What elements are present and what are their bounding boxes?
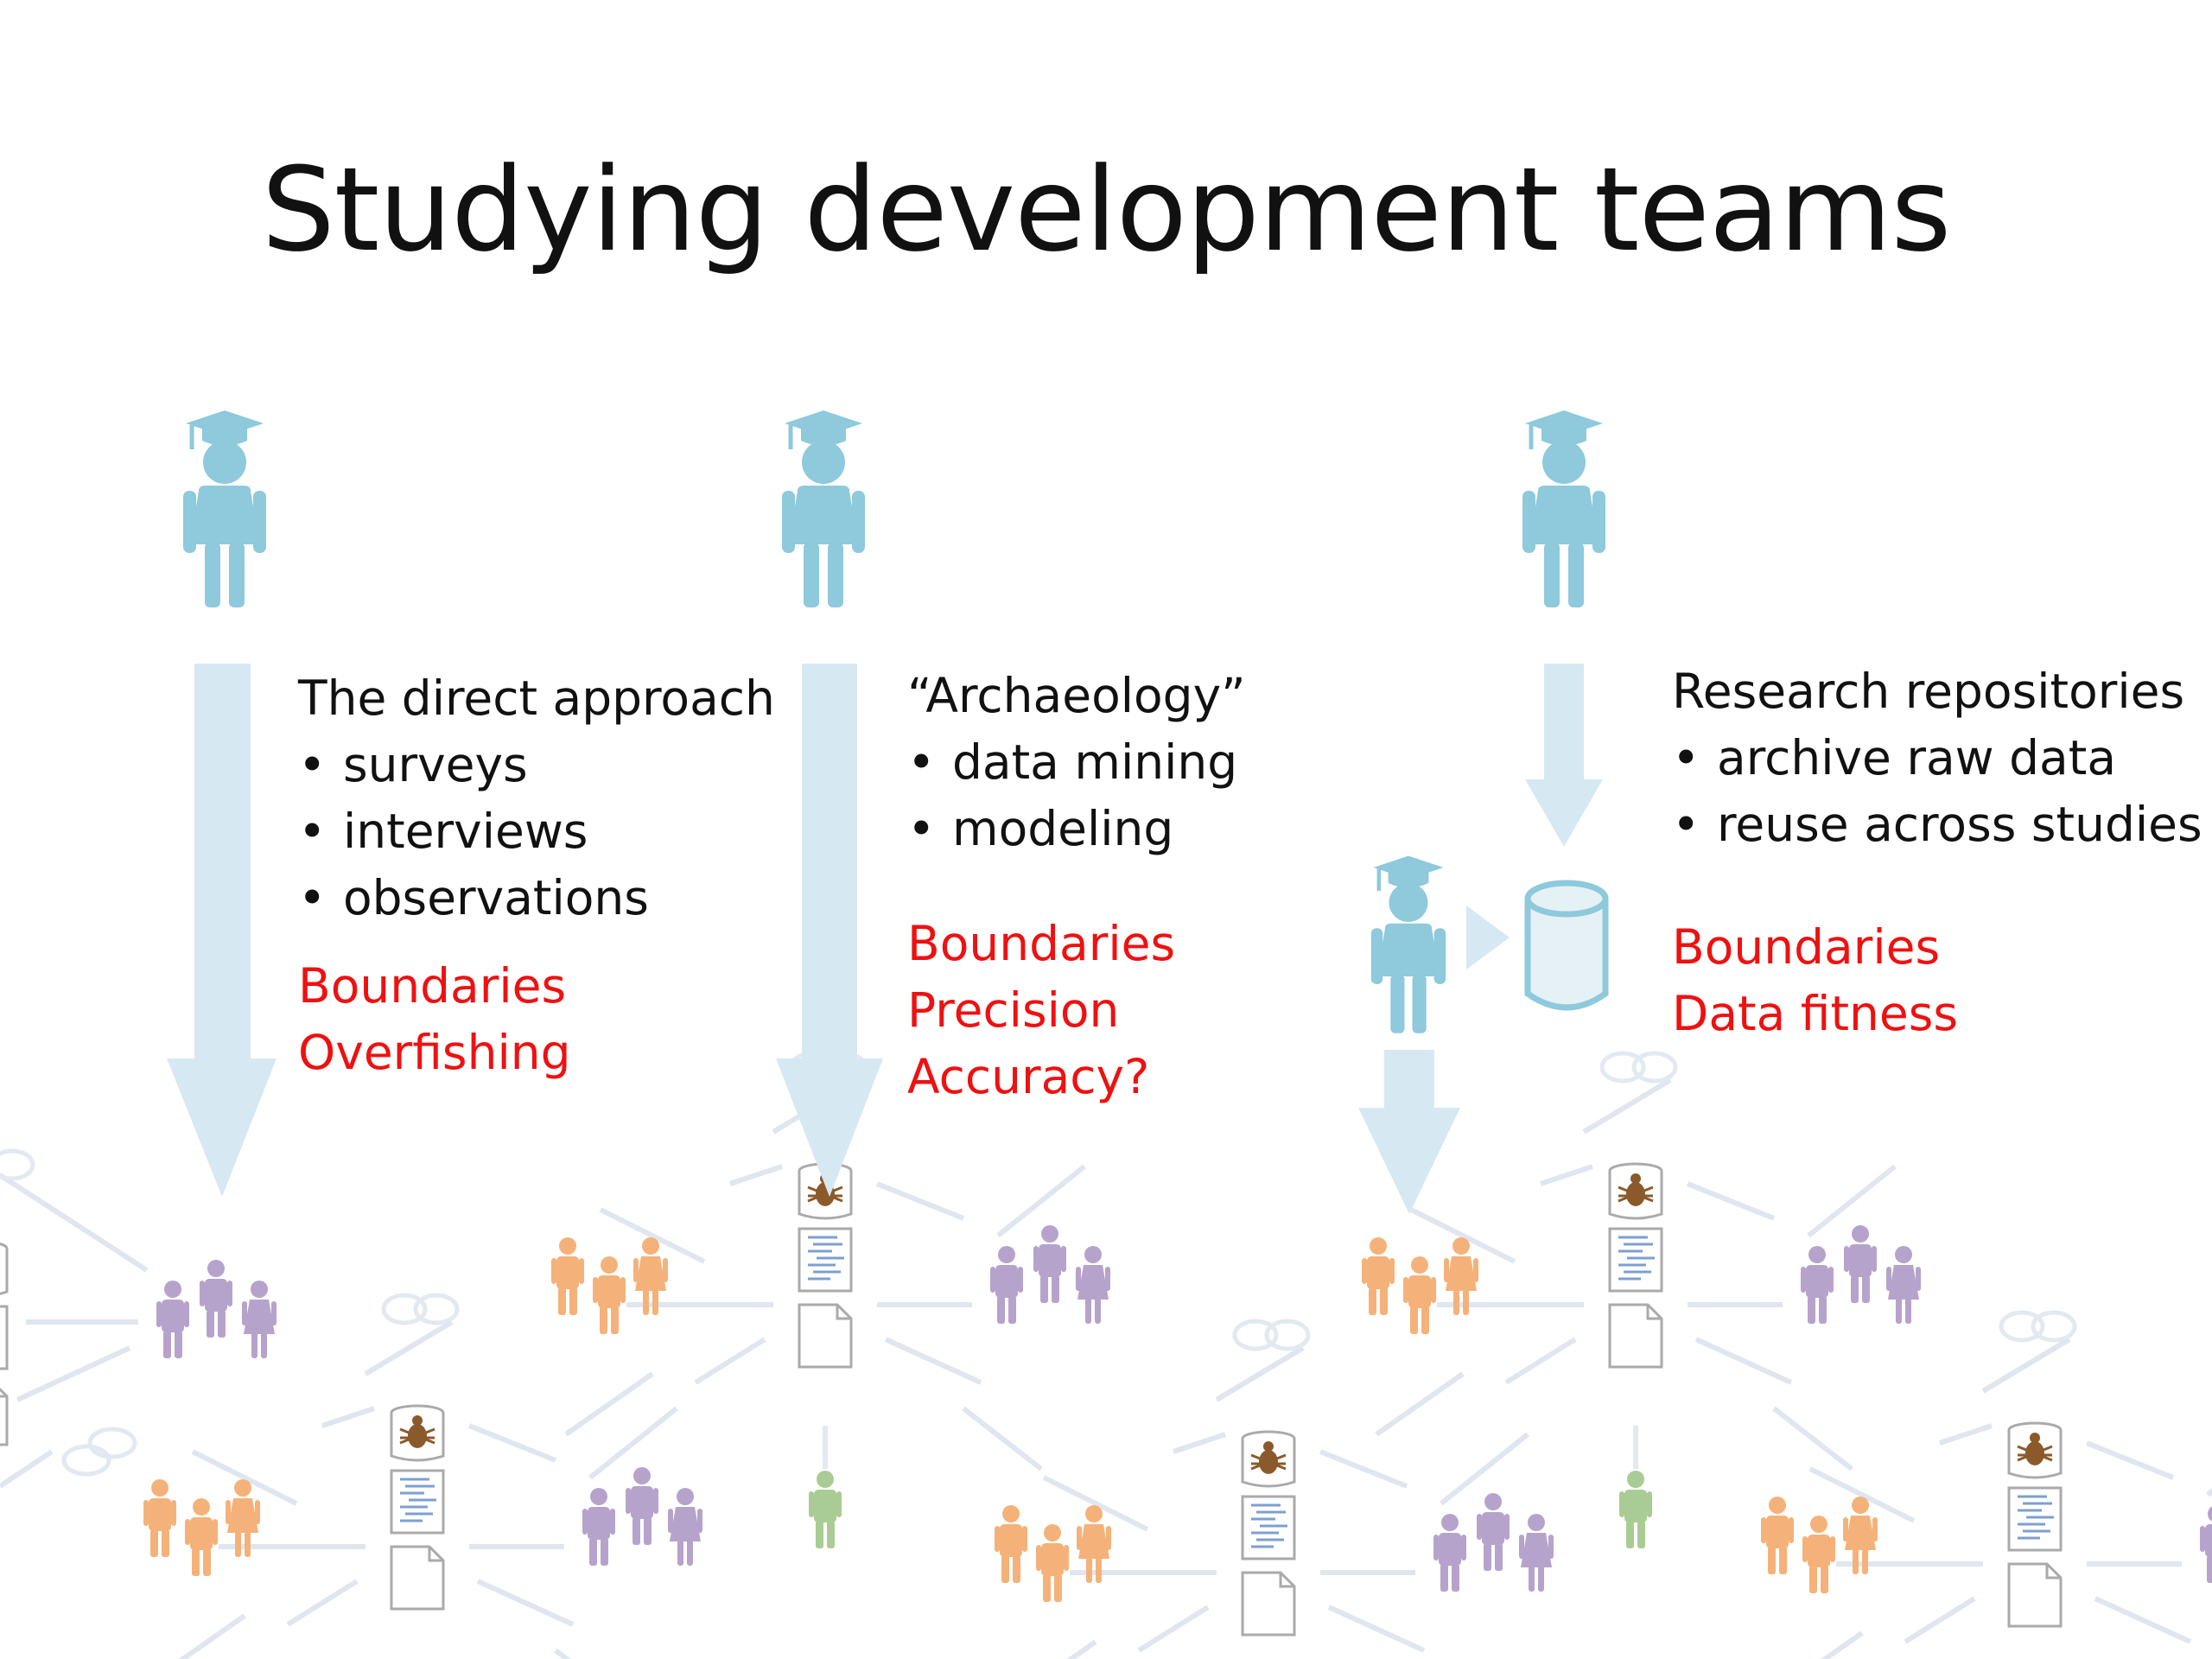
network-links bbox=[0, 1173, 149, 1489]
column-heading: The direct approach bbox=[298, 671, 775, 726]
challenge-item: Data fitness bbox=[1672, 986, 1959, 1041]
right-arrow-icon bbox=[1466, 906, 1510, 969]
graduate-researcher-icon bbox=[1522, 410, 1605, 607]
challenge-list: Boundaries Data fitness bbox=[1672, 914, 2202, 1047]
challenge-list: Boundaries Precision Accuracy? bbox=[907, 911, 1246, 1110]
column-heading: “Archaeology” bbox=[907, 668, 1246, 723]
challenge-item: Boundaries bbox=[907, 916, 1176, 971]
column-1-text: The direct approach surveys interviews o… bbox=[298, 665, 775, 1086]
bullet-item: observations bbox=[298, 865, 775, 931]
developer-icon bbox=[809, 1471, 1652, 1548]
team-cluster bbox=[995, 1321, 1554, 1659]
bullet-item: surveys bbox=[298, 732, 775, 798]
down-arrow-icon bbox=[167, 664, 276, 1197]
bullet-list: archive raw data reuse across studies bbox=[1672, 725, 2202, 858]
column-3-text: Research repositories archive raw data r… bbox=[1672, 658, 2202, 1047]
team-cluster bbox=[1761, 1313, 2212, 1659]
challenge-item: Precision bbox=[907, 982, 1120, 1038]
down-arrow-icon bbox=[1358, 1050, 1460, 1214]
bullet-item: data mining bbox=[907, 729, 1246, 796]
developer-group-icon bbox=[156, 1260, 276, 1358]
bullet-item: reuse across studies bbox=[1672, 791, 2202, 858]
graduate-researcher-icon bbox=[1371, 856, 1446, 1033]
down-arrow-icon bbox=[1525, 664, 1603, 847]
bullet-item: interviews bbox=[298, 798, 775, 865]
challenge-list: Boundaries Overfishing bbox=[298, 953, 775, 1086]
bullet-item: modeling bbox=[907, 796, 1246, 862]
bullet-item: archive raw data bbox=[1672, 725, 2202, 791]
page-title: Studying development teams bbox=[261, 143, 1952, 277]
bullet-list: data mining modeling bbox=[907, 729, 1246, 862]
challenge-item: Boundaries bbox=[1672, 919, 1941, 975]
challenge-item: Accuracy? bbox=[907, 1049, 1150, 1104]
column-direct-approach bbox=[167, 410, 276, 1197]
column-archaeology bbox=[776, 410, 883, 1197]
challenge-item: Boundaries bbox=[298, 958, 567, 1014]
challenge-item: Overfishing bbox=[298, 1025, 571, 1080]
column-research-repositories bbox=[1358, 410, 1609, 1214]
team-cluster bbox=[143, 1295, 702, 1659]
source-code-document-icon bbox=[0, 1240, 9, 1446]
database-cylinder-icon bbox=[1524, 880, 1609, 1011]
column-heading: Research repositories bbox=[1672, 664, 2185, 719]
bullet-list: surveys interviews observations bbox=[298, 732, 775, 931]
graduate-researcher-icon bbox=[183, 410, 266, 607]
graduate-researcher-icon bbox=[782, 410, 865, 607]
column-2-text: “Archaeology” data mining modeling Bound… bbox=[907, 663, 1246, 1110]
down-arrow-icon bbox=[776, 664, 883, 1197]
team-network-clusters bbox=[0, 1053, 2212, 1659]
